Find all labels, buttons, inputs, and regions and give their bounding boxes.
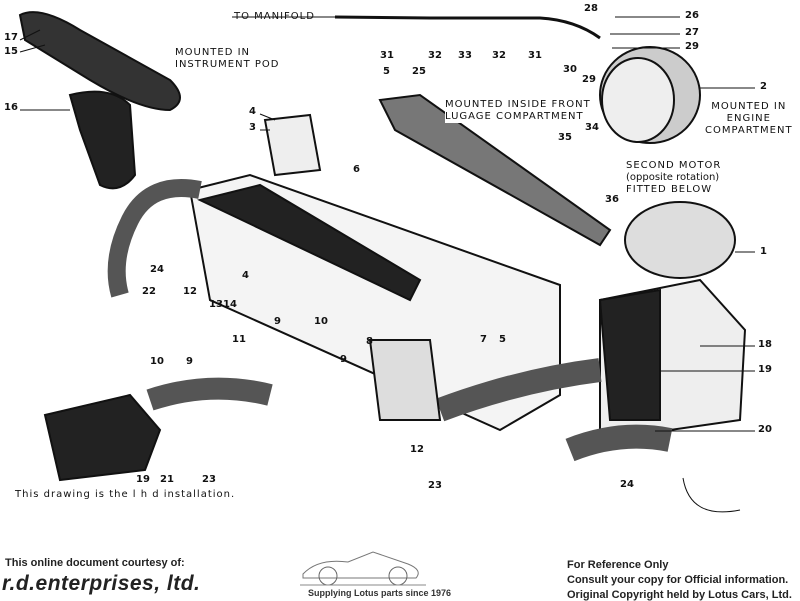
blower-1 [624, 201, 736, 279]
callout: 22 [142, 286, 156, 297]
callout: 9 [274, 316, 281, 327]
callout: 29 [685, 41, 699, 52]
callout: 27 [685, 27, 699, 38]
callout: 4 [242, 270, 249, 281]
front-luggage-label: MOUNTED INSIDE FRONT LUGAGE COMPARTMENT [445, 99, 591, 123]
outlet-16 [68, 90, 137, 190]
to-manifold-label: TO MANIFOLD [234, 11, 315, 22]
callout: 12 [183, 286, 197, 297]
hose-24-left [107, 179, 202, 298]
callout: 28 [584, 3, 598, 14]
callout: 18 [758, 339, 772, 350]
callout: 31 [380, 50, 394, 61]
callout: 5 [499, 334, 506, 345]
callout: 17 [4, 32, 18, 43]
callout: 34 [585, 122, 599, 133]
callout: 2 [760, 81, 767, 92]
hose-23-left [146, 377, 273, 411]
label-line: MOUNTED IN [175, 47, 251, 58]
callout: 19 [758, 364, 772, 375]
callout: 32 [492, 50, 506, 61]
callout: 16 [4, 102, 18, 113]
lhd-note: This drawing is the l h d installation. [15, 489, 236, 500]
callout: 24 [620, 479, 634, 490]
courtesy-text: This online document courtesy of: [5, 557, 185, 569]
callout: 25 [412, 66, 426, 77]
reference-line-2: Consult your copy for Official informati… [567, 574, 789, 586]
callout: 32 [428, 50, 442, 61]
callout: 15 [4, 46, 18, 57]
callout: 30 [563, 64, 577, 75]
car-logo [300, 551, 426, 586]
callout: 1 [760, 246, 767, 257]
callout: 23 [202, 474, 216, 485]
label-line: COMPARTMENT [705, 125, 793, 136]
tagline: Supplying Lotus parts since 1976 [308, 588, 452, 598]
label-line: MOUNTED IN [711, 101, 787, 112]
duct-25 [378, 93, 612, 247]
label-line: LUGAGE COMPARTMENT [445, 111, 584, 122]
hose-23-right [435, 358, 602, 422]
label-line: INSTRUMENT POD [175, 59, 280, 70]
callout: 11 [232, 334, 246, 345]
callout: 29 [582, 74, 596, 85]
callout: 26 [685, 10, 699, 21]
callout: 10 [314, 316, 328, 327]
bracket-3 [263, 113, 322, 177]
callout: 5 [383, 66, 390, 77]
callout: 35 [558, 132, 572, 143]
callout: 7 [480, 334, 487, 345]
valve-assembly [368, 339, 442, 421]
label-line: FITTED BELOW [626, 184, 713, 195]
vent-19 [43, 393, 162, 482]
callout: 23 [428, 480, 442, 491]
callout: 12 [410, 444, 424, 455]
callout: 6 [353, 164, 360, 175]
callout: 19 [136, 474, 150, 485]
label-line: SECOND MOTOR [626, 160, 722, 171]
callout: 36 [605, 194, 619, 205]
reference-line-1: For Reference Only [567, 559, 669, 571]
label-line: (opposite rotation) [626, 172, 720, 183]
engine-compartment-label: MOUNTED IN ENGINE COMPARTMENT [705, 101, 793, 137]
label-line: ENGINE [726, 113, 771, 124]
heater-exploded-diagram [18, 11, 755, 513]
callout: 8 [366, 336, 373, 347]
callout: 4 [249, 106, 256, 117]
callout: 9 [340, 354, 347, 365]
callout: 31 [528, 50, 542, 61]
callout: 21 [160, 474, 174, 485]
instrument-pod-label: MOUNTED IN INSTRUMENT POD [175, 47, 279, 71]
callout: 3 [249, 122, 256, 133]
hose-24-right [565, 424, 673, 462]
manifold-pipe [334, 15, 601, 40]
pod-duct [18, 11, 181, 112]
label-line: MOUNTED INSIDE FRONT [445, 99, 591, 110]
callout: 20 [758, 424, 772, 435]
callout: 33 [458, 50, 472, 61]
callout: 13 [209, 299, 223, 310]
reference-line-3: Original Copyright held by Lotus Cars, L… [567, 589, 792, 601]
brand-name: r.d.enterprises, ltd. [2, 572, 201, 595]
callout: 9 [186, 356, 193, 367]
callout: 24 [150, 264, 164, 275]
callout: 14 [223, 299, 237, 310]
callout: 10 [150, 356, 164, 367]
second-motor-label: SECOND MOTOR (opposite rotation) FITTED … [626, 160, 721, 196]
